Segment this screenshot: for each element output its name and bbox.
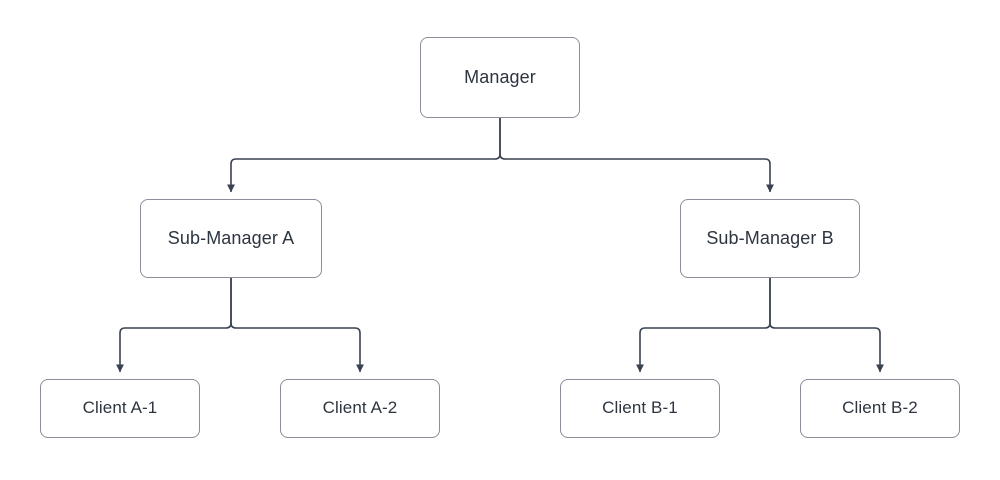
- node-sub-manager-a[interactable]: Sub-Manager A: [140, 199, 322, 278]
- node-client-a1[interactable]: Client A-1: [40, 379, 200, 438]
- node-sub-manager-b-label: Sub-Manager B: [706, 227, 834, 248]
- node-client-a2-label: Client A-2: [322, 398, 398, 418]
- node-manager-label: Manager: [464, 66, 536, 87]
- node-client-a2[interactable]: Client A-2: [280, 379, 440, 438]
- edge-submgr-b-to-client-b1: [636, 278, 771, 373]
- edge-submgr-a-to-client-a2: [230, 278, 364, 373]
- node-client-a1-label: Client A-1: [82, 398, 158, 418]
- node-sub-manager-b[interactable]: Sub-Manager B: [680, 199, 860, 278]
- node-client-b2[interactable]: Client B-2: [800, 379, 960, 438]
- edge-manager-to-submgr-b: [499, 118, 774, 193]
- node-client-b1[interactable]: Client B-1: [560, 379, 720, 438]
- node-sub-manager-a-label: Sub-Manager A: [167, 227, 295, 248]
- edge-submgr-a-to-client-a1: [116, 278, 232, 373]
- edge-manager-to-submgr-a: [227, 118, 501, 193]
- node-client-b2-label: Client B-2: [842, 398, 918, 418]
- edge-submgr-b-to-client-b2: [769, 278, 884, 373]
- node-manager[interactable]: Manager: [420, 37, 580, 118]
- node-client-b1-label: Client B-1: [602, 398, 678, 418]
